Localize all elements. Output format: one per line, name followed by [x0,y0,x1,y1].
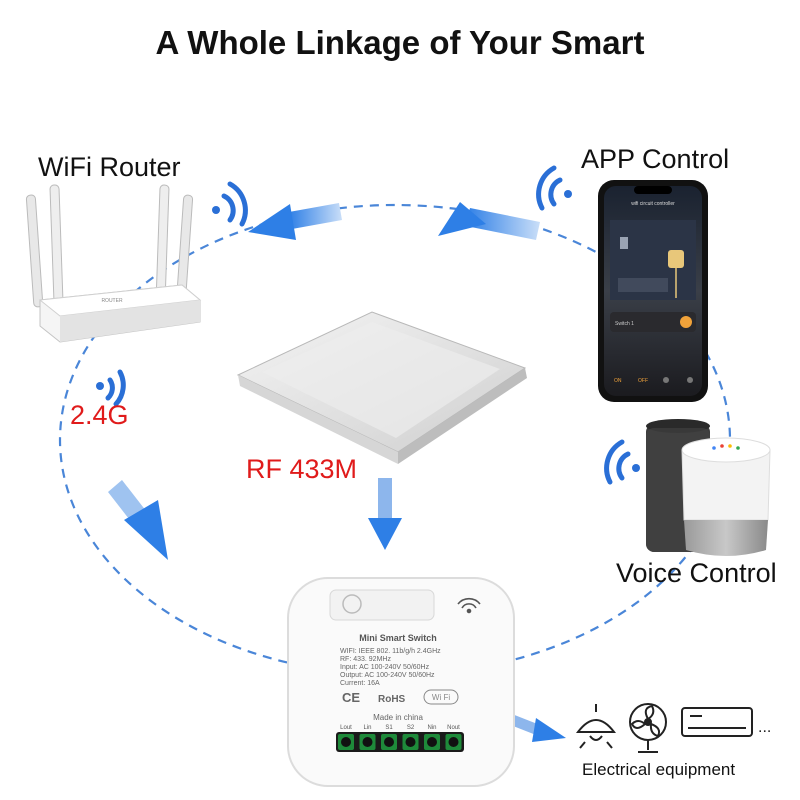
terminal-screw-head [405,737,416,747]
phone-header: wifi circuit controller [631,201,675,207]
equipment-label: Electrical equipment [582,760,736,779]
device-name: Mini Smart Switch [359,633,437,643]
device-spec-1: WIFI: IEEE 802. 11b/g/h 2.4GHz [340,648,441,655]
voice-control-label: Voice Control [616,558,777,588]
terminal-screw-head [384,737,394,747]
terminal-blocks [338,734,462,750]
arrow-app-to-router [438,202,540,240]
terminal-label: S2 [407,725,415,731]
phone-off-label[interactable]: OFF [638,378,648,384]
terminal-screw-head [362,737,373,747]
app-control-label: APP Control [581,144,730,174]
terminal-screw-head [341,737,351,747]
arrow-rf-to-switch [368,478,402,550]
router-signal-icon [212,181,248,227]
air-conditioner-icon [681,707,753,737]
wifi-badge: Wi Fi [432,693,450,702]
app-signal-icon [536,165,572,211]
device-spec-2: RF: 433. 92MHz [340,656,391,663]
rf-label: RF 433M [246,454,358,484]
rohs-mark: RoHS [378,694,406,705]
lamp-icon [575,704,617,749]
rf-wall-panel [236,311,527,464]
mini-smart-switch: Mini Smart Switch WIFI: IEEE 802. 11b/g/… [287,577,515,787]
band-label: 2.4G [70,400,129,430]
made-in-label: Made in china [373,713,423,722]
wifi-router: ROUTER [25,184,202,343]
device-spec-4: Output: AC 100-240V 50/60Hz [340,672,435,679]
phone-power-icon[interactable] [680,316,692,328]
arrow-router-to-switch [108,480,168,560]
voice-signal-icon [604,439,640,485]
device-spec-3: Input: AC 100-240V 50/60Hz [340,664,430,671]
terminal-label: Lin [363,725,371,731]
switch-button-icon [342,594,362,614]
device-wifi-icon [457,597,481,614]
smart-speakers [646,419,771,556]
phone-on-label[interactable]: ON [614,378,622,384]
terminal-label: S1 [385,725,393,731]
router-label: WiFi Router [38,152,181,182]
arrow-to-router [248,203,342,240]
terminal-label: Lout [340,725,352,731]
router-brand: ROUTER [101,298,123,304]
ce-mark: CE [342,690,360,705]
phone-row-label: Switch 1 [615,321,634,327]
band-signal-icon [96,369,126,407]
terminal-labels: Lout Lin S1 S2 Nin Nout [340,725,460,731]
device-spec-5: Current: 16A [340,680,380,687]
arrow-switch-to-equipment [508,714,566,742]
page-title: A Whole Linkage of Your Smart [155,24,645,61]
terminal-label: Nout [447,725,460,731]
terminal-screw-head [427,737,437,747]
smartphone: wifi circuit controller Switch 1 ON OFF [598,180,708,402]
fan-icon [629,703,667,753]
terminal-screw-head [448,737,459,747]
terminal-label: Nin [427,725,436,731]
equipment-more: ... [758,719,771,736]
